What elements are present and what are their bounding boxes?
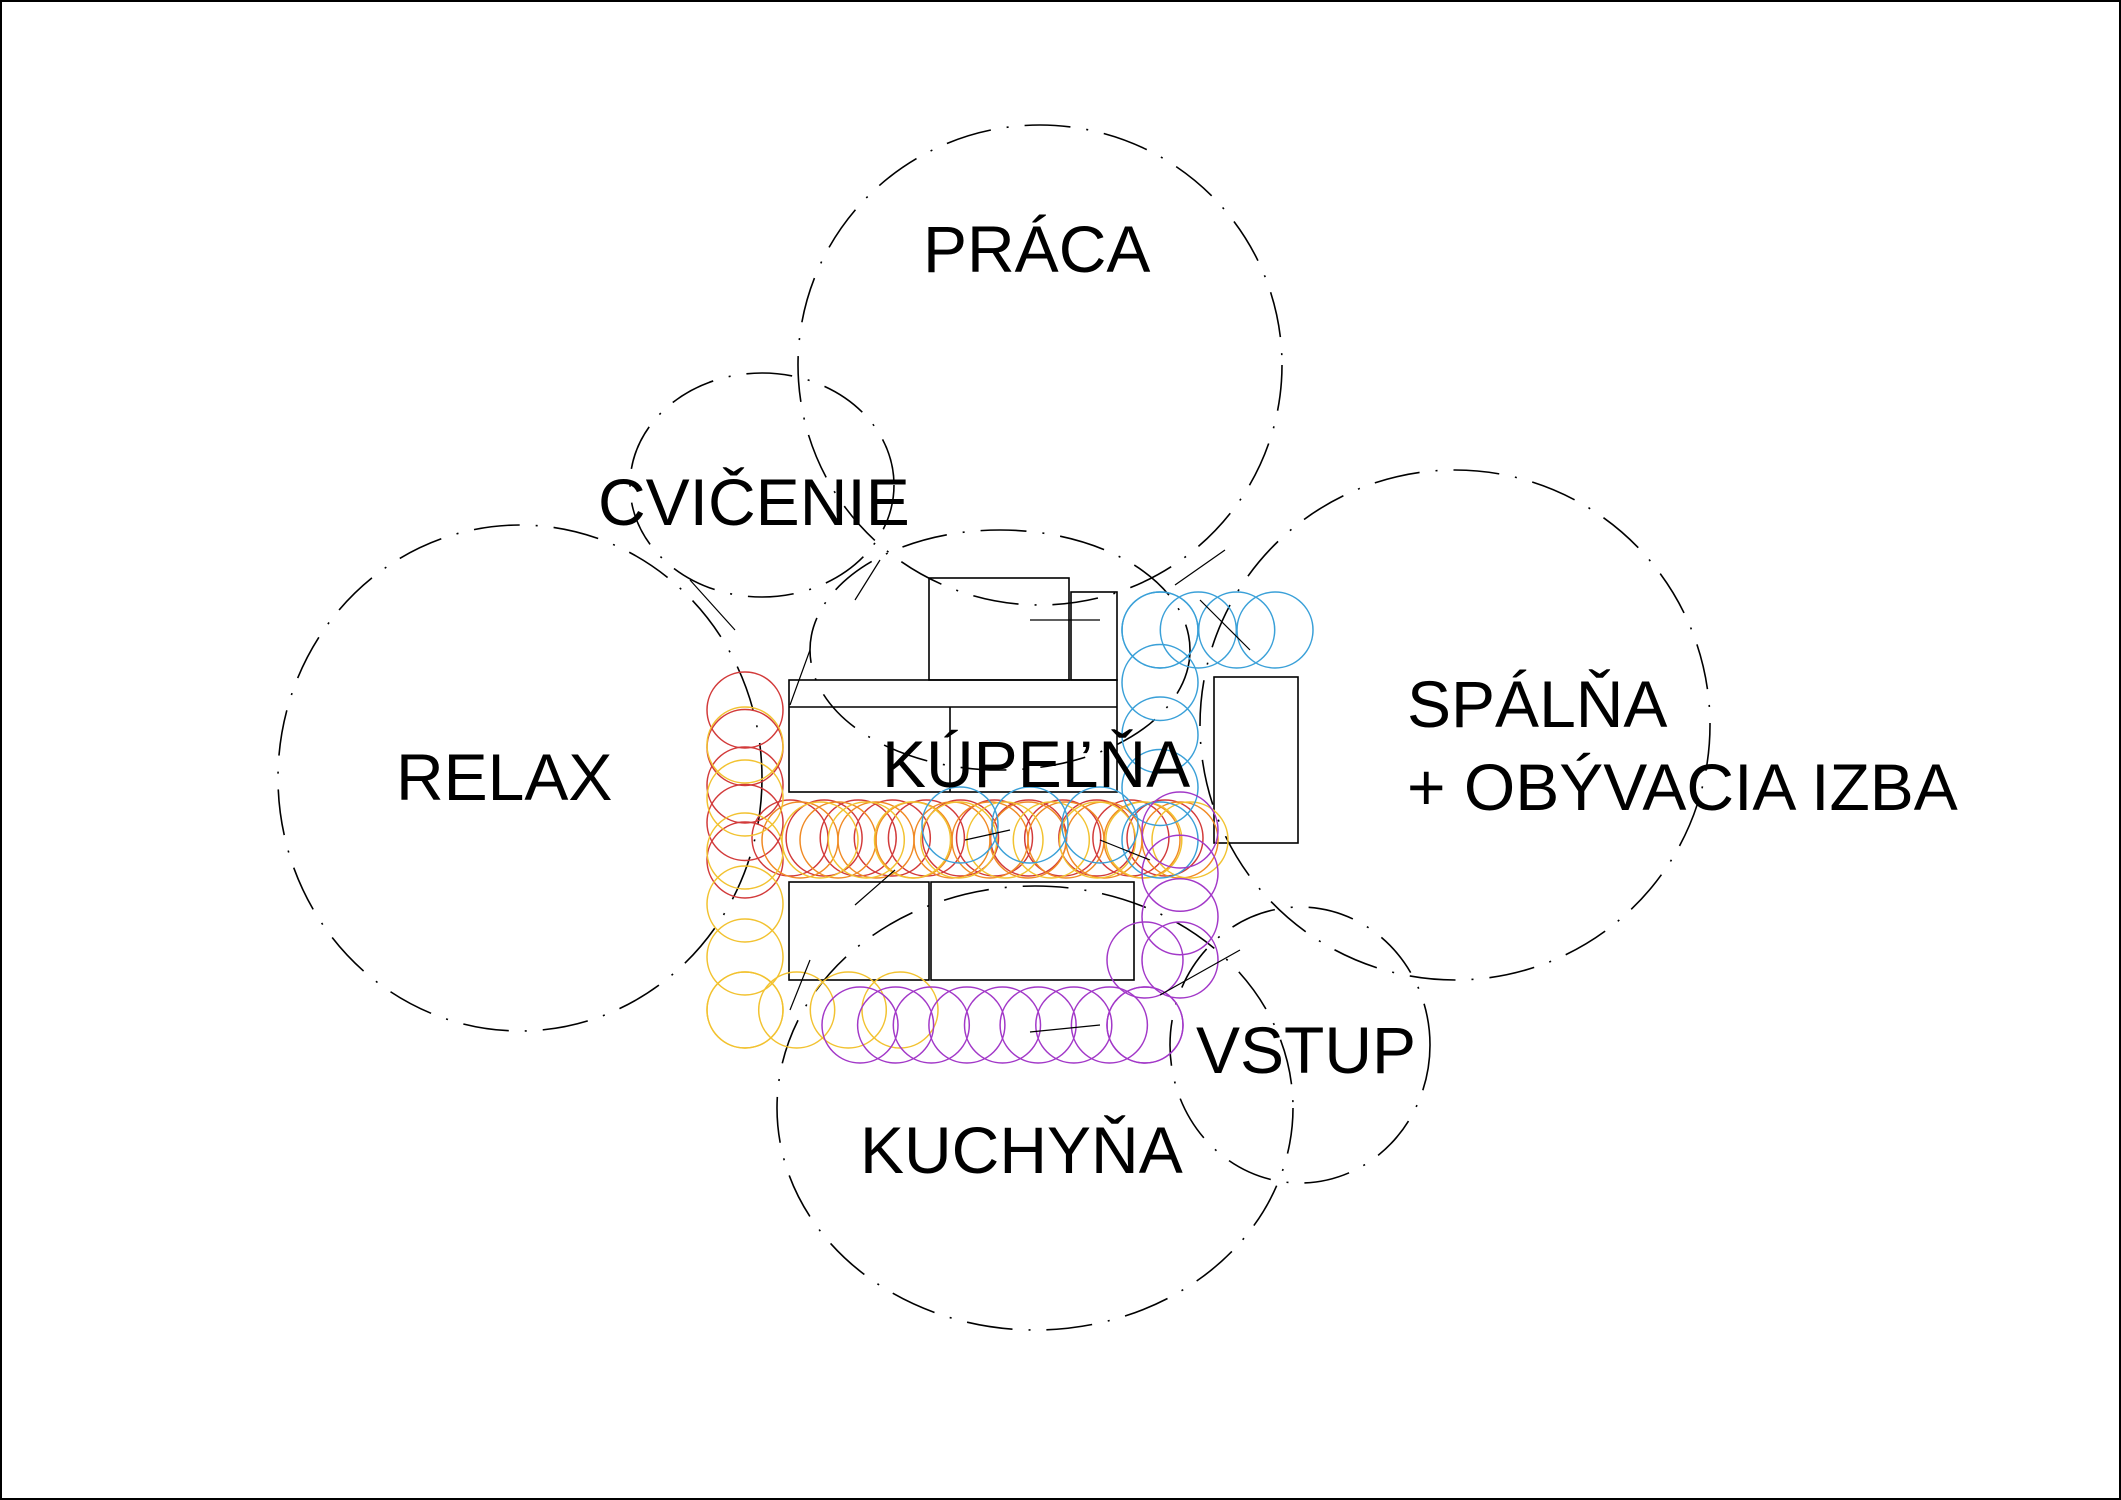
yellow-circulation-circle: [1105, 801, 1183, 879]
purple-circulation-circle: [1141, 834, 1219, 913]
red-circulation-circle: [706, 821, 784, 899]
red-circulation-circle: [921, 799, 1000, 877]
purple-circulation-circle: [821, 986, 899, 1064]
red-circulation-circle: [853, 799, 932, 877]
yellow-circulation-circle: [706, 918, 784, 996]
purple-circulation-circle: [928, 986, 1006, 1064]
yellow-circulation-circle: [966, 801, 1044, 879]
yellow-circulation-circle: [809, 971, 888, 1049]
purple-circulation-circle: [963, 986, 1042, 1064]
room-block: [1070, 591, 1118, 681]
cvicenie-bubble: [629, 372, 895, 598]
red-circulation-circle: [706, 783, 784, 862]
yellow-circulation-circle: [706, 706, 784, 784]
kupelna-label: KÚPEĽŇA: [882, 727, 1190, 801]
purple-circulation-circle: [999, 986, 1077, 1064]
praca-label: PRÁCA: [923, 212, 1150, 286]
purple-circulation-circle: [1035, 986, 1113, 1064]
spalna-label-line1: SPÁLŇA: [1407, 667, 1667, 741]
blue-circulation-circle: [1061, 786, 1139, 864]
purple-circulation-circle: [892, 986, 971, 1064]
relax-bubble: [277, 524, 763, 1032]
vstup-label: VSTUP: [1196, 1013, 1416, 1087]
spalna-bubble: [1199, 469, 1711, 981]
purple-circulation-circle: [1141, 791, 1219, 869]
blue-circulation-circle: [1121, 696, 1199, 774]
yellow-circulation-circle: [1151, 801, 1229, 879]
yellow-circulation-circle: [781, 801, 859, 879]
red-circulation-circle: [1126, 799, 1204, 877]
praca-bubble: [797, 124, 1283, 606]
yellow-circulation-circle: [1058, 801, 1137, 879]
yellow-circulation-circle: [920, 801, 998, 879]
zone-bubbles: [277, 124, 1711, 1331]
room-block: [788, 881, 930, 981]
cvicenie-label: CVIČENIE: [598, 465, 910, 539]
purple-circulation-circle: [1141, 921, 1219, 999]
room-block: [1213, 676, 1299, 844]
yellow-circulation-circle: [706, 971, 784, 1049]
blue-circulation-circle: [991, 786, 1069, 864]
red-circulation-circle: [819, 799, 897, 877]
kuchyna-label: KUCHYŇA: [860, 1113, 1183, 1187]
circulation-circles: [706, 591, 1314, 1064]
blue-circulation-circle: [1121, 748, 1199, 827]
red-circulation-circle: [751, 799, 829, 877]
yellow-circulation-circle: [1012, 801, 1091, 879]
flow-lines: [689, 549, 1251, 1033]
yellow-circulation-circle: [873, 801, 952, 879]
kuchyna-bubble: [776, 885, 1294, 1331]
blue-circulation-circle: [921, 786, 999, 864]
blue-circulation-circle: [1236, 591, 1314, 669]
yellow-circulation-circle: [757, 971, 836, 1049]
purple-circulation-circle: [1106, 986, 1184, 1064]
blue-circulation-circle: [1121, 643, 1199, 722]
vstup-bubble: [1169, 906, 1431, 1184]
yellow-circulation-circle: [706, 865, 784, 943]
zone-labels: PRÁCA CVIČENIE RELAX KÚPEĽŇA SPÁLŇA + OB…: [396, 212, 1958, 1187]
purple-circulation-circle: [1141, 877, 1219, 956]
red-circulation-circle: [706, 746, 784, 824]
purple-circulation-circle: [1070, 986, 1149, 1064]
purple-circulation-circle: [1106, 921, 1184, 999]
room-block: [930, 881, 1135, 981]
red-circulation-circle: [706, 671, 784, 749]
relax-label: RELAX: [396, 740, 612, 814]
room-block: [928, 577, 1070, 681]
spalna-label-line2: + OBÝVACIA IZBA: [1407, 750, 1958, 824]
floor-plan: [788, 577, 1299, 981]
purple-circulation-circle: [856, 986, 935, 1064]
room-block: [788, 679, 1118, 793]
blue-circulation-circle: [1121, 591, 1199, 669]
yellow-circulation-circle: [706, 759, 784, 837]
yellow-circulation-circle: [861, 971, 939, 1049]
yellow-circulation-circle: [827, 801, 906, 879]
